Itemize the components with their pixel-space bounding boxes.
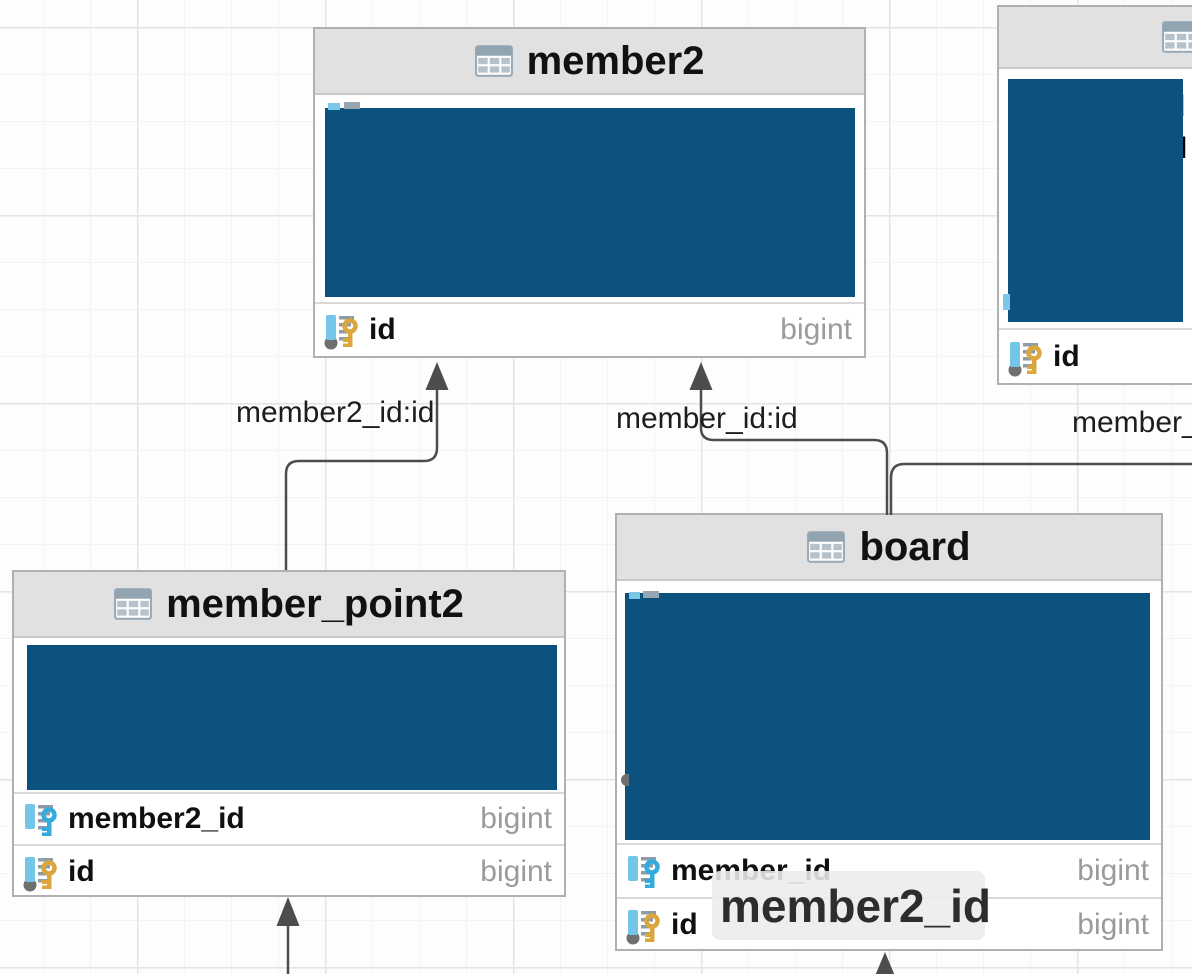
drag-ghost: member2_id	[712, 871, 991, 940]
table-header[interactable]: board	[617, 515, 1161, 581]
primary-key-icon	[1007, 337, 1047, 377]
partial-column-text: l	[1179, 132, 1188, 165]
table-member2[interactable]: member2 id bigint	[313, 27, 866, 358]
table-icon	[1162, 20, 1192, 54]
table-title: board	[859, 524, 971, 569]
table-partial-right[interactable]: d l id	[997, 5, 1192, 385]
relationship-label: member_id:id	[616, 402, 798, 435]
column-type: bigint	[480, 802, 552, 835]
column-type: bigint	[1077, 908, 1149, 941]
connector-board-to-right-table	[889, 462, 1192, 515]
column-name: member2_id	[68, 802, 245, 835]
table-member-point2[interactable]: member_point2 member2_id bigint id bigin…	[12, 570, 566, 897]
table-icon	[114, 587, 153, 621]
relationship-label: member_	[1072, 406, 1192, 439]
table-header[interactable]: member2	[315, 29, 864, 95]
column-type: bigint	[480, 854, 552, 888]
redacted-columns-region	[1008, 79, 1183, 322]
relationship-label: member2_id:id	[236, 396, 435, 429]
column-name: id	[1053, 339, 1080, 373]
table-icon	[807, 530, 846, 564]
column-name: id	[68, 854, 95, 888]
redacted-columns-region	[325, 108, 855, 297]
redacted-columns-region	[625, 593, 1150, 840]
drag-ghost-label: member2_id	[720, 879, 992, 932]
hidden-column-icon-fragment	[1003, 294, 1010, 310]
arrowhead	[689, 362, 713, 390]
hidden-column-icon-fragment	[643, 591, 659, 598]
hidden-column-icon-fragment	[629, 592, 640, 599]
column-name: id	[671, 908, 698, 941]
column-name: id	[369, 313, 396, 346]
table-title: member2	[526, 38, 705, 83]
table-header[interactable]	[999, 7, 1192, 69]
redacted-columns-region	[27, 645, 557, 790]
column-row[interactable]: member2_id bigint	[14, 792, 564, 844]
foreign-key-icon	[625, 851, 665, 891]
table-icon	[474, 44, 513, 78]
arrowhead	[276, 897, 300, 926]
connector-member-point2-to-member2	[284, 388, 439, 570]
column-row[interactable]: id bigint	[14, 844, 564, 897]
column-row[interactable]: id bigint	[315, 302, 864, 356]
primary-key-icon	[22, 852, 62, 892]
hidden-column-icon-fragment	[344, 102, 360, 109]
arrowhead	[875, 952, 895, 974]
primary-key-icon	[323, 310, 363, 350]
primary-key-icon	[625, 905, 665, 945]
foreign-key-icon	[22, 799, 62, 839]
arrowhead	[425, 362, 449, 390]
column-row[interactable]: id	[999, 328, 1192, 383]
hidden-column-icon-fragment	[328, 103, 340, 110]
connector-board-to-member2	[699, 388, 889, 515]
column-type: bigint	[1077, 854, 1149, 887]
table-header[interactable]: member_point2	[14, 572, 564, 638]
column-type: bigint	[780, 313, 852, 346]
table-title: member_point2	[166, 581, 464, 626]
hidden-column-icon-fragment	[621, 774, 629, 786]
